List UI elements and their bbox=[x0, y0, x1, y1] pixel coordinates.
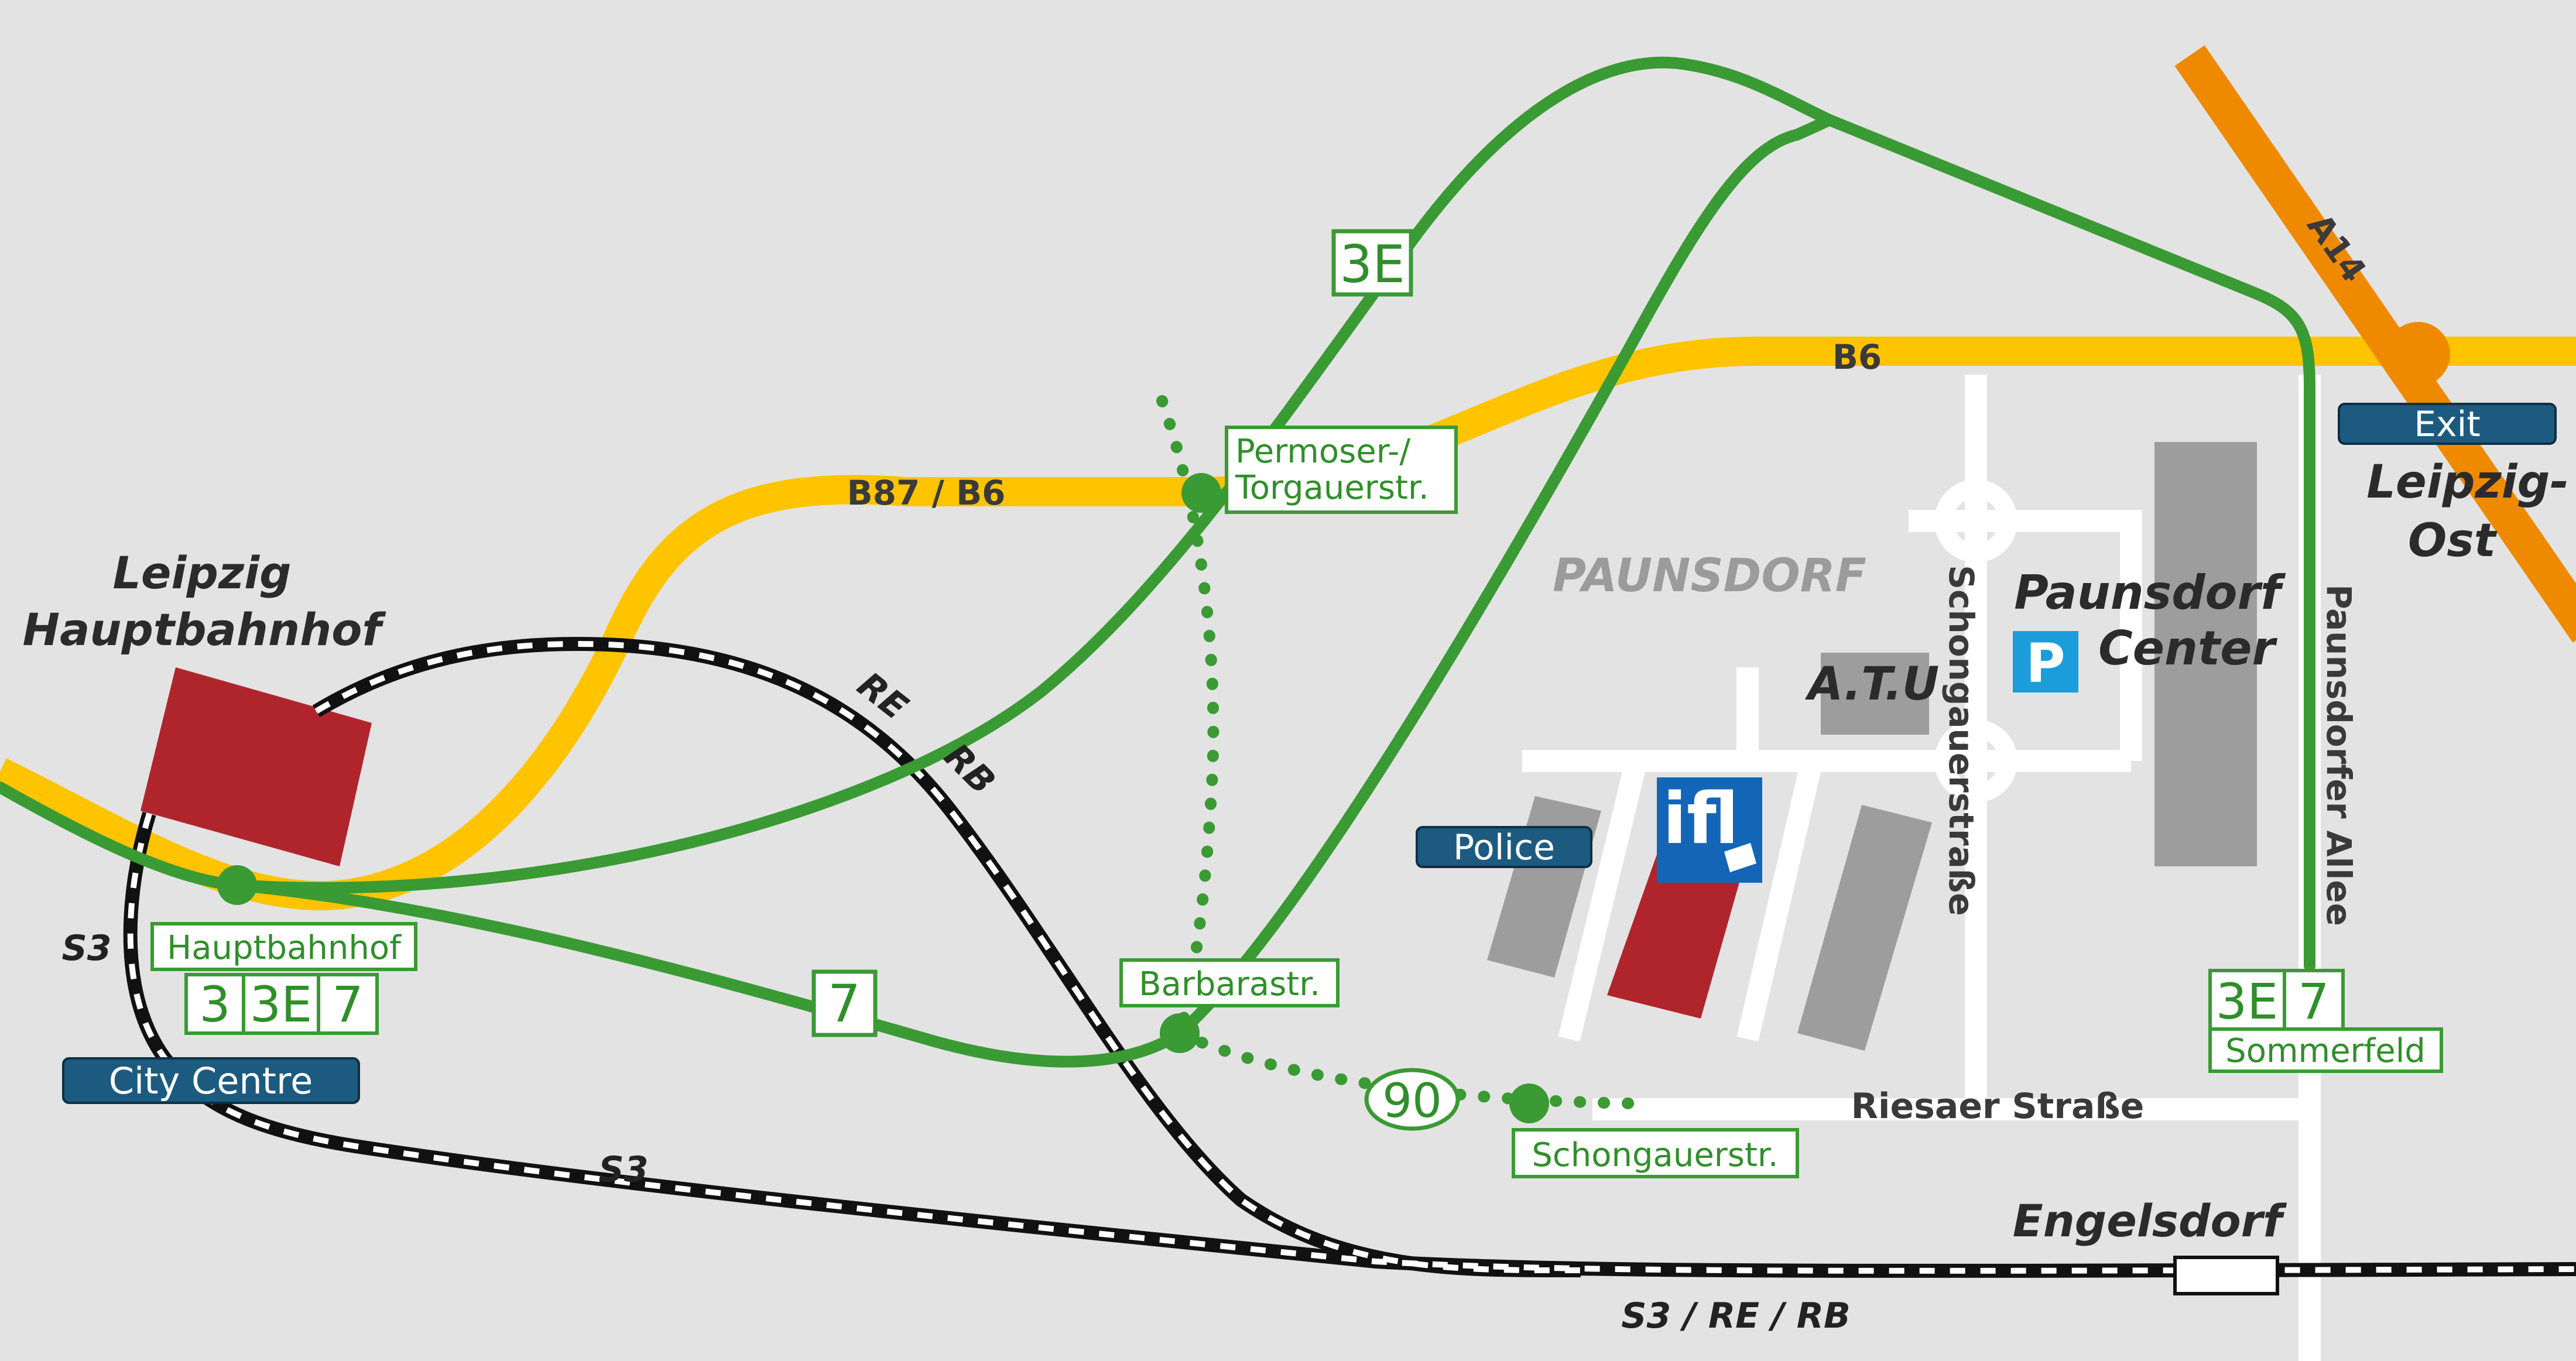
rail-hbf-loop-dash bbox=[314, 640, 1581, 1274]
line-badge-sommerfeld-7-box bbox=[2283, 969, 2345, 1031]
stop-label-permoser-box bbox=[1225, 426, 1458, 514]
badge-city-centre-box bbox=[62, 1057, 360, 1104]
stop-label-barbarastr[interactable]: Barbarastr. bbox=[1139, 965, 1320, 1003]
tram-line-3e-north[interactable] bbox=[231, 56, 2315, 972]
line-badge-3e-box bbox=[1331, 229, 1413, 297]
label-s3-re-rb: S3 / RE / RB bbox=[1621, 1295, 1850, 1336]
line-badge-3e[interactable]: 3E bbox=[1340, 234, 1405, 294]
stop-label-hauptbahnhof-box bbox=[150, 922, 417, 971]
badge-exit[interactable]: Exit bbox=[2414, 404, 2481, 445]
label-riesaer-strasse: Riesaer Straße bbox=[1851, 1086, 2145, 1127]
label-b87-b6: B87 / B6 bbox=[847, 473, 1005, 513]
street-upper-loop[interactable] bbox=[1909, 510, 2142, 761]
label-paunsdorf-center-2: Center bbox=[2098, 621, 2277, 676]
line-badge-hbf-7[interactable]: 7 bbox=[332, 976, 363, 1033]
stop-dot-barbarastr[interactable] bbox=[1160, 1013, 1200, 1053]
label-leipzig-ost-2: Ost bbox=[2408, 515, 2498, 567]
label-hbf-line2: Hauptbahnhof bbox=[22, 604, 386, 656]
bus-line-north-south[interactable] bbox=[1156, 395, 1220, 1039]
label-paunsdorf-center-1: Paunsdorf bbox=[2014, 565, 2286, 620]
stop-label-hauptbahnhof[interactable]: Hauptbahnhof bbox=[167, 929, 402, 967]
roundabout-south[interactable] bbox=[1934, 719, 2017, 803]
junction-a14-b6[interactable] bbox=[2386, 322, 2450, 386]
line-badge-sommerfeld-7[interactable]: 7 bbox=[2298, 973, 2329, 1030]
line-badge-hbf-3e-box bbox=[242, 973, 320, 1035]
stop-label-sommerfeld[interactable]: Sommerfeld bbox=[2225, 1032, 2426, 1070]
stop-dot-schongauerstr[interactable] bbox=[1509, 1084, 1549, 1123]
roundabout-north[interactable] bbox=[1934, 479, 2017, 563]
stop-label-permoser-1[interactable]: Permoser-/ bbox=[1235, 433, 1410, 471]
building-right[interactable] bbox=[1797, 805, 1932, 1051]
bus-badge-90[interactable]: 90 bbox=[1382, 1074, 1442, 1128]
line-badge-7[interactable]: 7 bbox=[828, 973, 861, 1034]
bus-badge-90-shape bbox=[1364, 1068, 1460, 1131]
badge-police[interactable]: Police bbox=[1453, 827, 1555, 868]
parking-icon bbox=[2013, 631, 2078, 693]
building-paunsdorf-center[interactable] bbox=[2154, 442, 2257, 866]
label-paunsdorf: PAUNSDORF bbox=[1553, 550, 1866, 602]
stop-label-sommerfeld-box bbox=[2208, 1027, 2443, 1073]
label-engelsdorf: Engelsdorf bbox=[2013, 1195, 2287, 1247]
stop-label-schongauerstr[interactable]: Schongauerstr. bbox=[1532, 1136, 1778, 1174]
building-atu[interactable] bbox=[1821, 653, 1929, 735]
ifl-logo-mark bbox=[1724, 843, 1756, 872]
line-badge-7-box bbox=[811, 969, 878, 1037]
label-hbf-line1: Leipzig bbox=[112, 547, 291, 599]
street-diagonal-2[interactable] bbox=[1736, 758, 1823, 1042]
label-s3-left: S3 bbox=[62, 928, 112, 969]
label-b6: B6 bbox=[1832, 337, 1882, 377]
stop-label-barbarastr-box bbox=[1119, 958, 1340, 1007]
ifl-logo-text: ifl bbox=[1663, 779, 1739, 860]
line-badge-hbf-3[interactable]: 3 bbox=[199, 976, 230, 1033]
label-s3-bottom: S3 bbox=[599, 1149, 649, 1190]
line-badge-sommerfeld-3e[interactable]: 3E bbox=[2216, 973, 2279, 1030]
badge-exit-box bbox=[2338, 403, 2557, 445]
tram-line-hbf-west[interactable] bbox=[0, 781, 243, 891]
label-paunsdorfer-allee: Paunsdorfer Allee bbox=[2319, 584, 2359, 926]
stop-label-schongauerstr-box bbox=[1512, 1128, 1799, 1178]
building-leipzig-hauptbahnhof[interactable] bbox=[141, 667, 372, 866]
label-schongauerstrasse: Schongauerstraße bbox=[1941, 565, 1981, 916]
stop-label-permoser-2[interactable]: Torgauerstr. bbox=[1235, 469, 1429, 507]
line-badge-hbf-7-box bbox=[317, 973, 379, 1035]
stop-dot-hauptbahnhof[interactable] bbox=[217, 865, 257, 905]
stop-dot-permoser[interactable] bbox=[1181, 473, 1221, 513]
badge-police-box bbox=[1416, 826, 1592, 868]
label-leipzig-ost-1: Leipzig- bbox=[2366, 456, 2569, 509]
badge-city-centre[interactable]: City Centre bbox=[109, 1060, 313, 1102]
line-badge-hbf-3e[interactable]: 3E bbox=[250, 976, 313, 1033]
label-atu: A.T.U bbox=[1804, 658, 1939, 711]
station-engelsdorf-symbol[interactable] bbox=[2173, 1256, 2279, 1295]
street-diagonal-1[interactable] bbox=[1558, 758, 1647, 1042]
parking-icon-letter: P bbox=[2026, 632, 2065, 695]
